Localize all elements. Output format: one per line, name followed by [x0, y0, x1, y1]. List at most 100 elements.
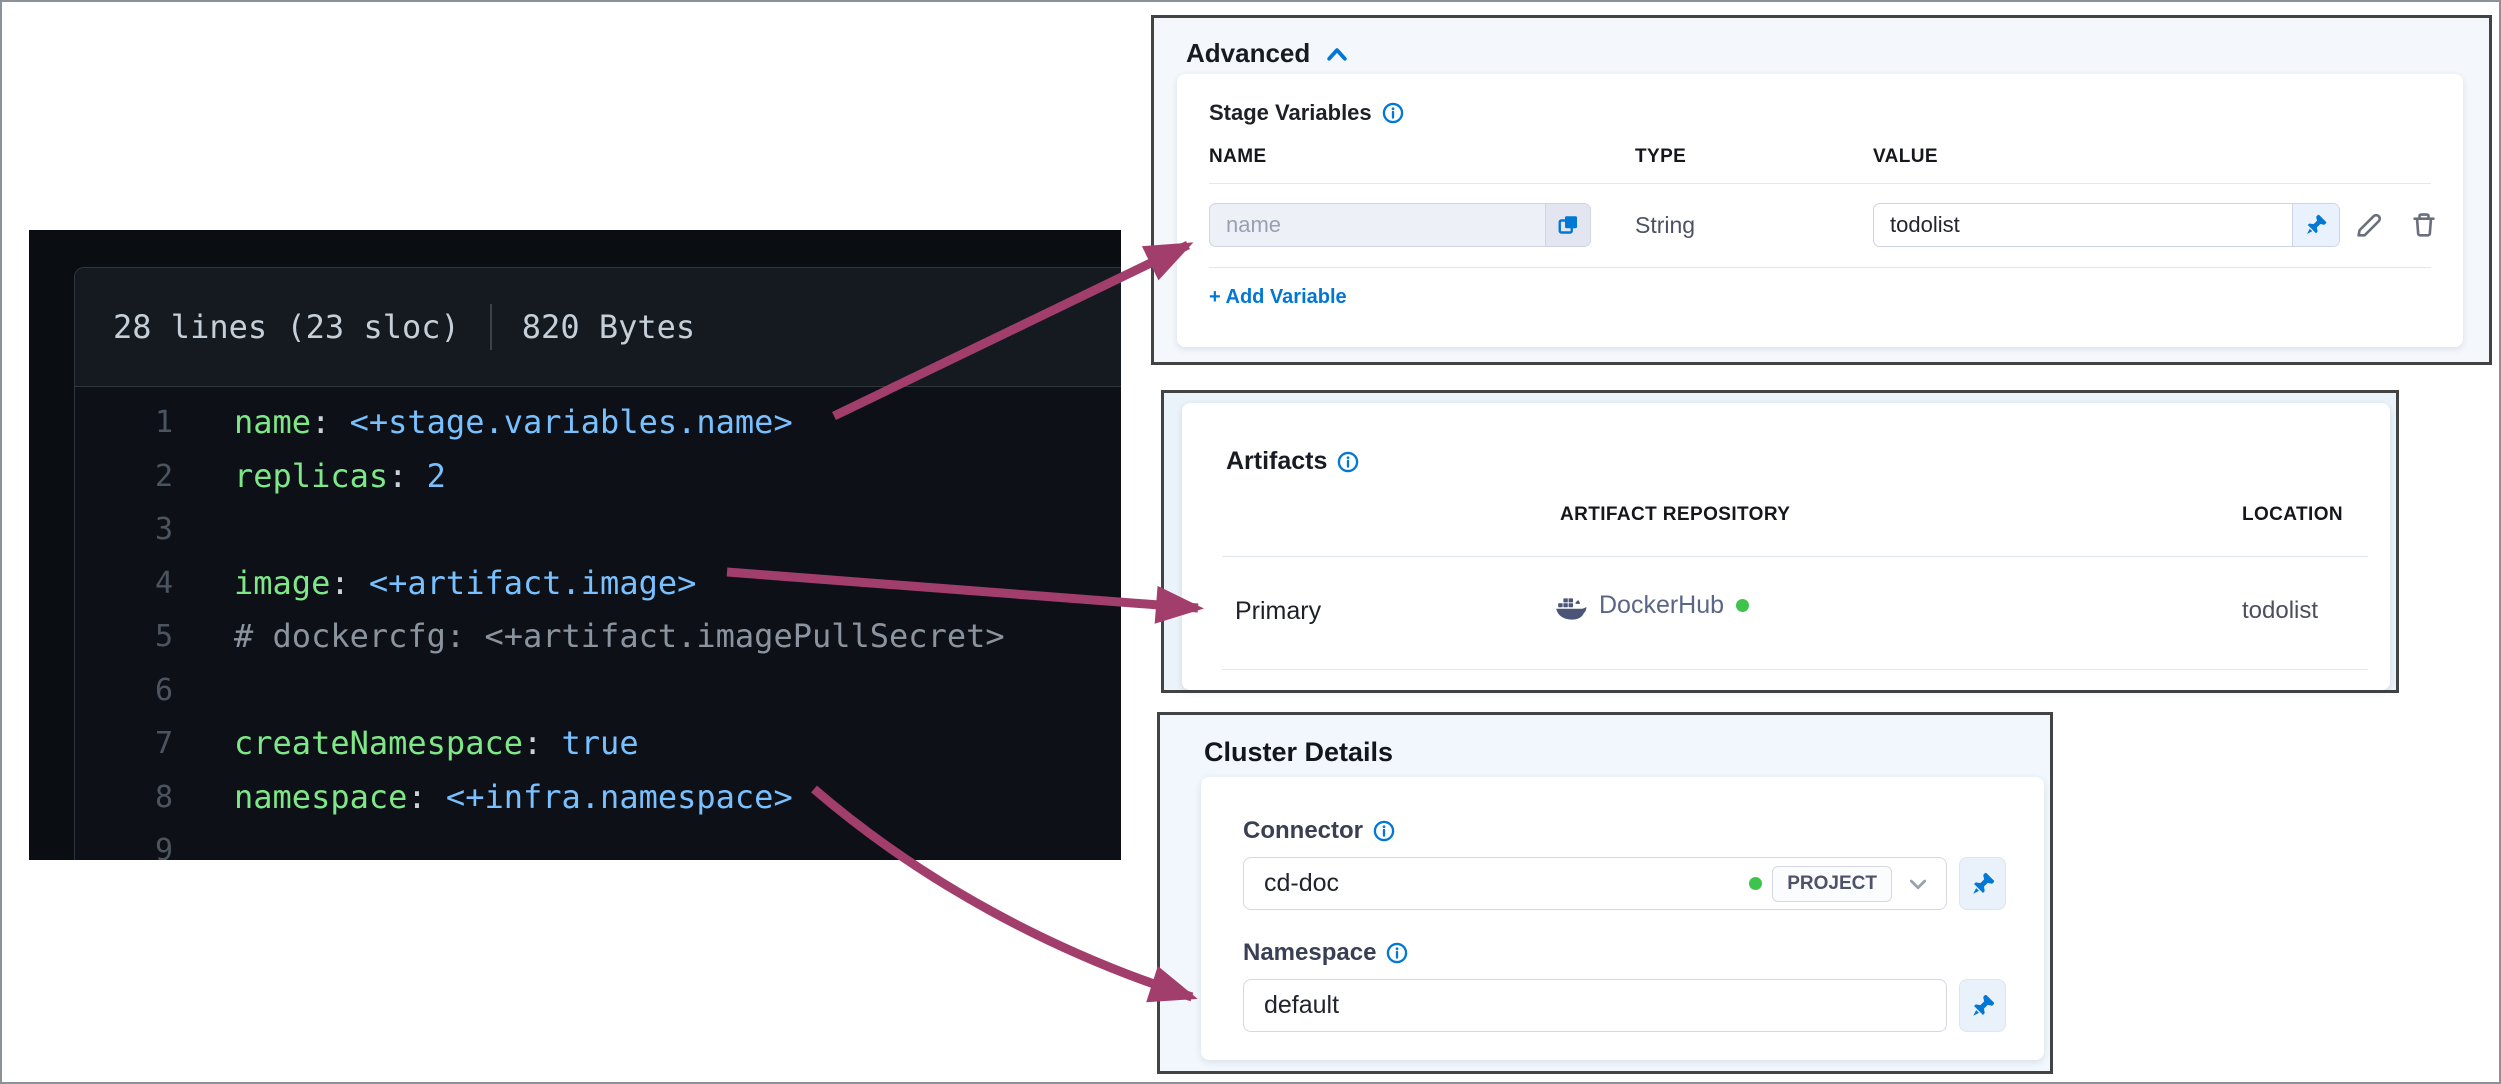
- variable-type-value: String: [1635, 212, 1696, 238]
- connector-value: cd-doc: [1264, 869, 1340, 897]
- namespace-input[interactable]: default: [1243, 979, 1947, 1032]
- namespace-field-label: Namespace: [1243, 939, 1408, 967]
- connector-field-label: Connector: [1243, 817, 1395, 845]
- code-line: 5 # dockercfg: <+artifact.imagePullSecret…: [75, 610, 1121, 664]
- variable-value-text: todolist: [1890, 212, 1960, 237]
- connector-dropdown-chevron[interactable]: [1906, 873, 1930, 895]
- column-header-artifact-repository: ARTIFACT REPOSITORY: [1560, 504, 1791, 525]
- file-size-stat: 820 Bytes: [521, 308, 696, 346]
- code-token: <+stage.variables.name>: [349, 403, 793, 441]
- code-file-header: 28 lines (23 sloc) 820 Bytes: [75, 268, 1121, 387]
- artifact-repository-cell[interactable]: DockerHub: [1555, 591, 1750, 620]
- artifact-location-value: todolist: [2242, 597, 2319, 624]
- table-divider: [1209, 183, 2431, 184]
- connector-select[interactable]: cd-doc PROJECT: [1243, 857, 1947, 910]
- table-divider: [1209, 267, 2431, 268]
- artifacts-heading: Artifacts: [1226, 447, 1359, 476]
- artifacts-label: Artifacts: [1226, 447, 1328, 475]
- trash-icon: [2413, 213, 2435, 237]
- file-lines-stat: 28 lines (23 sloc): [113, 308, 460, 346]
- code-text: namespace: <+infra.namespace>: [173, 771, 793, 825]
- table-divider: [1222, 669, 2368, 670]
- artifacts-card: Artifacts ARTIFACT REPOSITORY LOCATION P…: [1182, 403, 2390, 690]
- code-line: 6: [75, 664, 1121, 718]
- code-token: name: [234, 403, 312, 441]
- advanced-section-toggle[interactable]: Advanced: [1186, 38, 1350, 69]
- stage-variables-label: Stage Variables: [1209, 100, 1372, 125]
- copy-button[interactable]: [1545, 204, 1590, 246]
- code-text: name: <+stage.variables.name>: [173, 396, 793, 450]
- pin-icon: [1972, 994, 1994, 1016]
- line-number: 7: [154, 726, 173, 761]
- namespace-label-text: Namespace: [1243, 939, 1377, 966]
- code-line: 3: [75, 503, 1121, 557]
- pin-icon: [1972, 872, 1994, 894]
- namespace-runtime-input-button[interactable]: [1959, 979, 2006, 1032]
- variable-value-input[interactable]: todolist: [1873, 203, 2340, 247]
- add-variable-link[interactable]: + Add Variable: [1209, 286, 1347, 308]
- artifact-repository-name: DockerHub: [1599, 591, 1725, 619]
- info-icon[interactable]: [1337, 451, 1359, 473]
- artifact-row-label: Primary: [1235, 597, 1322, 625]
- delete-variable-button[interactable]: [2402, 203, 2446, 247]
- table-divider: [1222, 556, 2368, 557]
- connector-status-dot: [1736, 599, 1750, 612]
- pencil-icon: [2357, 213, 2382, 237]
- cluster-details-panel: Cluster Details Connector cd-doc PROJECT: [1157, 712, 2053, 1074]
- line-number: 5: [154, 619, 173, 654]
- code-token: namespace: [234, 777, 408, 816]
- code-token: replicas: [234, 456, 389, 495]
- edit-variable-button[interactable]: [2346, 203, 2390, 247]
- chevron-down-icon: [1909, 879, 1927, 889]
- line-number: 2: [154, 458, 173, 494]
- code-text: createNamespace: true: [173, 717, 639, 771]
- runtime-input-button[interactable]: [2292, 204, 2339, 246]
- code-text: image: <+artifact.image>: [173, 557, 696, 611]
- code-token: true: [561, 724, 639, 762]
- column-header-location: LOCATION: [2242, 504, 2344, 525]
- code-token: <+artifact.image>: [368, 563, 697, 602]
- column-header-type: TYPE: [1635, 146, 1687, 167]
- code-token: :: [330, 563, 369, 602]
- info-icon[interactable]: [1373, 820, 1395, 842]
- line-number: 4: [154, 565, 173, 601]
- pin-icon: [2307, 214, 2327, 234]
- code-token: 2: [426, 456, 446, 495]
- info-icon[interactable]: [1386, 942, 1408, 964]
- column-header-name: NAME: [1209, 146, 1267, 167]
- connector-status-dot: [1749, 877, 1763, 890]
- docker-whale-icon: [1556, 597, 1587, 620]
- copy-icon: [1558, 216, 1577, 234]
- line-number: 9: [154, 833, 173, 860]
- code-text: # dockercfg: <+artifact.imagePullSecret>: [173, 610, 1005, 664]
- stage-variables-heading: Stage Variables: [1209, 100, 1404, 126]
- code-text: [173, 664, 234, 718]
- code-text: [173, 824, 234, 860]
- namespace-value: default: [1264, 991, 1340, 1019]
- line-number: 8: [154, 779, 173, 815]
- artifacts-section-panel: Artifacts ARTIFACT REPOSITORY LOCATION P…: [1161, 390, 2399, 693]
- variable-name-input[interactable]: name: [1209, 203, 1591, 247]
- code-token: <+infra.namespace>: [445, 777, 793, 816]
- code-text: [173, 503, 234, 557]
- connector-label-text: Connector: [1243, 817, 1363, 844]
- variable-name-placeholder: name: [1226, 212, 1282, 237]
- line-number: 1: [154, 405, 173, 440]
- cluster-details-heading: Cluster Details: [1204, 737, 1394, 767]
- code-token: :: [407, 777, 446, 816]
- code-token: # dockercfg: <+artifact.imagePullSecret>: [234, 617, 1005, 655]
- code-text: replicas: 2: [173, 450, 446, 504]
- info-icon[interactable]: [1382, 102, 1404, 124]
- code-line: 9: [75, 824, 1121, 860]
- code-token: image: [234, 563, 331, 602]
- line-number: 3: [154, 512, 173, 547]
- column-header-value: VALUE: [1873, 146, 1938, 167]
- connector-runtime-input-button[interactable]: [1959, 857, 2006, 910]
- advanced-section-panel: Advanced Stage Variables NAME TYPE VALUE…: [1151, 15, 2492, 365]
